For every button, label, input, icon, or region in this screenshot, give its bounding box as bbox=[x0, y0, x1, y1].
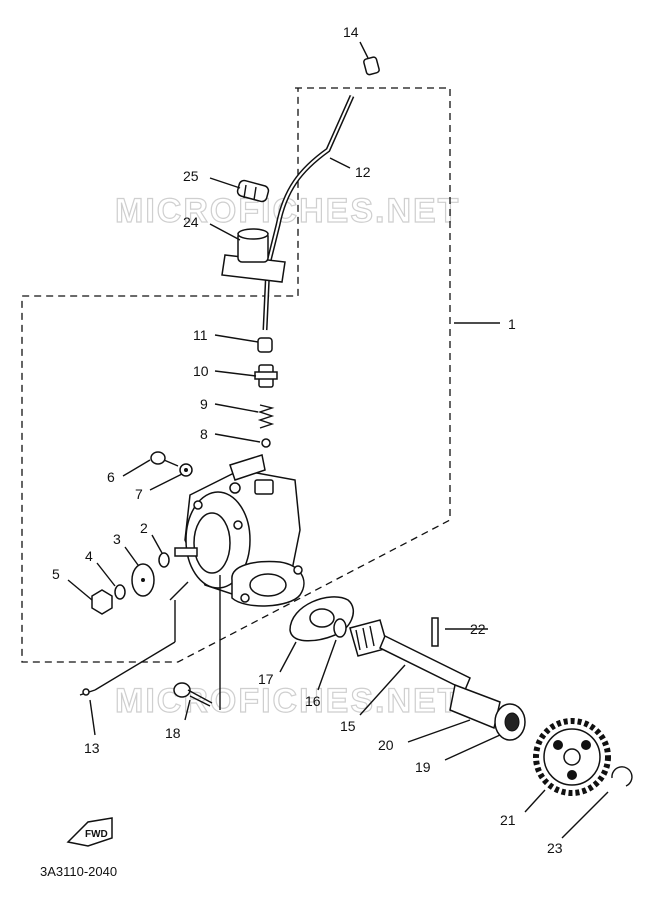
callout-8: 8 bbox=[200, 426, 208, 442]
oring-part-16 bbox=[333, 618, 347, 638]
callout-9: 9 bbox=[200, 396, 208, 412]
pin-part-13 bbox=[79, 688, 96, 696]
callout-24: 24 bbox=[183, 214, 199, 230]
leader-lines bbox=[67, 41, 609, 839]
callout-15: 15 bbox=[340, 718, 356, 734]
callout-22: 22 bbox=[470, 621, 486, 637]
callout-2: 2 bbox=[140, 520, 148, 536]
watermark-bottom: MICROFICHES.NET bbox=[115, 682, 460, 720]
callout-4: 4 bbox=[85, 548, 93, 564]
washer-part-4 bbox=[114, 584, 126, 600]
callout-13: 13 bbox=[84, 740, 100, 756]
bracket-part-24 bbox=[221, 228, 286, 283]
check-valve-part-10 bbox=[254, 364, 278, 388]
cap-part-14 bbox=[363, 56, 380, 76]
callout-3: 3 bbox=[113, 531, 121, 547]
ball-part-8 bbox=[261, 438, 271, 448]
spring-part-9 bbox=[257, 404, 275, 429]
sleeve-part-20 bbox=[449, 683, 501, 730]
callout-25: 25 bbox=[183, 168, 199, 184]
bolt-part-18 bbox=[173, 682, 213, 707]
pin-part-22 bbox=[431, 617, 439, 647]
callout-19: 19 bbox=[415, 759, 431, 775]
fwd-arrow-icon: FWD bbox=[66, 817, 113, 847]
circlip-part-23 bbox=[611, 766, 633, 787]
pump-shaft bbox=[174, 547, 198, 557]
delivery-pipe-inner bbox=[264, 95, 353, 331]
assembly-boundary bbox=[21, 87, 451, 663]
callout-23: 23 bbox=[547, 840, 563, 856]
callout-18: 18 bbox=[165, 725, 181, 741]
nut-part-5 bbox=[91, 589, 113, 615]
callout-12: 12 bbox=[355, 164, 371, 180]
plate-part-3 bbox=[131, 563, 155, 597]
callout-11: 11 bbox=[193, 327, 208, 343]
callout-14: 14 bbox=[343, 24, 359, 40]
diagram-code: 3A3110-2040 bbox=[40, 864, 117, 879]
fwd-label: FWD bbox=[85, 829, 108, 840]
callout-16: 16 bbox=[305, 693, 321, 709]
callout-7: 7 bbox=[135, 486, 143, 502]
callout-1: 1 bbox=[508, 316, 516, 332]
bearing-part-19 bbox=[494, 703, 526, 741]
gear-part-21 bbox=[533, 718, 611, 796]
callout-10: 10 bbox=[193, 363, 209, 379]
washer-part-7 bbox=[179, 463, 193, 477]
callout-20: 20 bbox=[378, 737, 394, 753]
drive-shaft-part-15 bbox=[349, 619, 471, 692]
callout-5: 5 bbox=[52, 566, 60, 582]
callout-6: 6 bbox=[107, 469, 115, 485]
screw-part-6 bbox=[150, 451, 179, 467]
washer-part-2 bbox=[158, 552, 170, 568]
oil-pump-body bbox=[184, 454, 305, 607]
callout-21: 21 bbox=[500, 812, 516, 828]
union-bolt-part-11 bbox=[257, 337, 273, 353]
callout-17: 17 bbox=[258, 671, 274, 687]
